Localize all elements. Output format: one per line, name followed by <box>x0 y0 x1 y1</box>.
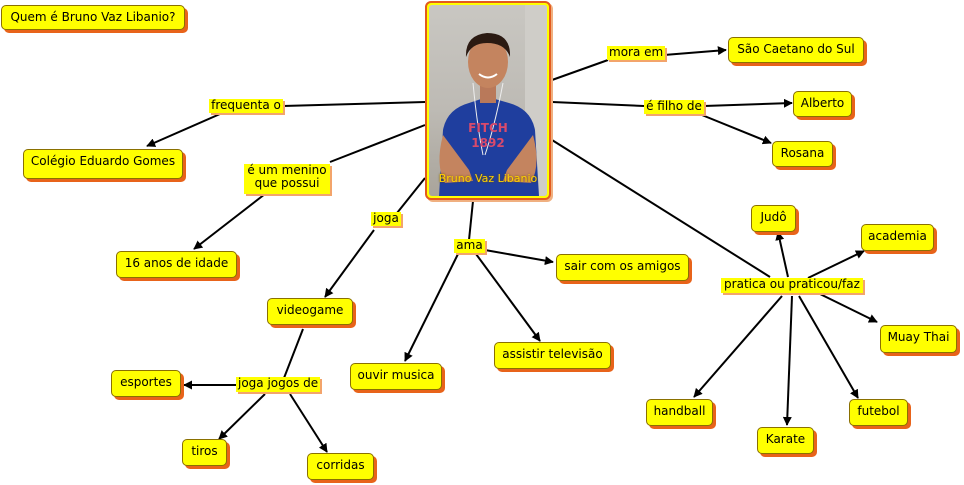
concept-corridas[interactable]: corridas <box>307 453 374 480</box>
concept-colegio[interactable]: Colégio Eduardo Gomes <box>23 149 183 179</box>
shirt-text-line1: FITCH <box>468 121 508 135</box>
link-mora-em: mora em <box>607 45 665 60</box>
portrait-photo: FITCH 1892 Bruno Vaz Libanio <box>429 5 547 196</box>
link-menino-line2: que possui <box>254 176 320 190</box>
edge-videogame-to-joga-jogos <box>283 328 304 379</box>
edge-ama-to-televisao <box>475 253 541 342</box>
person-illustration: FITCH 1892 <box>439 5 547 196</box>
link-filho-de: é filho de <box>644 100 704 114</box>
edge-center-to-ama <box>468 200 474 241</box>
edge-center-to-joga <box>396 177 426 214</box>
edge-center-to-mora-em <box>551 59 609 81</box>
edge-pratica-to-muay-thai <box>819 293 878 323</box>
edge-ama-to-musica <box>404 253 459 362</box>
concept-esportes[interactable]: esportes <box>111 370 181 397</box>
concept-sair[interactable]: sair com os amigos <box>556 254 689 281</box>
edge-pratica-to-karate <box>782 295 793 426</box>
concept-televisao[interactable]: assistir televisão <box>494 342 611 369</box>
edge-joga-jogos-to-tiros <box>218 393 266 440</box>
concept-judo[interactable]: Judô <box>751 205 796 232</box>
link-menino-line1: é um menino <box>247 163 327 177</box>
shirt-text-line2: 1892 <box>471 136 504 150</box>
concept-tiros[interactable]: tiros <box>182 439 227 466</box>
edge-ama-to-sair <box>484 249 554 266</box>
link-ama: ama <box>454 239 485 253</box>
concept-muay-thai[interactable]: Muay Thai <box>880 325 957 353</box>
edge-joga-jogos-to-corridas <box>289 393 328 453</box>
edge-frequenta-to-colegio <box>146 113 221 147</box>
edge-menino-to-idade <box>193 193 266 250</box>
concept-musica[interactable]: ouvir musica <box>350 363 442 390</box>
link-frequenta: frequenta o <box>209 99 283 113</box>
link-pratica: pratica ou praticou/faz <box>721 278 863 293</box>
concept-alberto[interactable]: Alberto <box>793 91 852 117</box>
edge-pratica-to-handball <box>693 295 783 398</box>
concept-rosana[interactable]: Rosana <box>772 141 833 167</box>
link-joga: joga <box>371 212 401 226</box>
link-joga-jogos: joga jogos de <box>236 376 320 392</box>
concept-academia[interactable]: academia <box>861 224 934 251</box>
concept-sao-caetano[interactable]: São Caetano do Sul <box>728 37 864 63</box>
edge-filho-de-to-alberto <box>703 98 793 108</box>
center-photo-node[interactable]: FITCH 1892 Bruno Vaz Libanio <box>425 1 551 200</box>
link-menino: é um menino que possui <box>244 164 330 194</box>
concept-videogame[interactable]: videogame <box>267 298 353 325</box>
edge-center-to-frequenta <box>282 101 426 107</box>
edge-pratica-to-judo <box>775 231 789 278</box>
edge-center-to-menino <box>329 124 426 163</box>
center-label: Bruno Vaz Libanio <box>438 172 538 185</box>
edge-center-to-pratica <box>551 139 771 278</box>
focus-question: Quem é Bruno Vaz Libanio? <box>1 5 185 30</box>
concept-karate[interactable]: Karate <box>757 427 814 454</box>
concept-handball[interactable]: handball <box>646 399 713 426</box>
edge-mora-em-to-sao-caetano <box>663 46 727 56</box>
edge-pratica-to-futebol <box>798 295 859 399</box>
edge-pratica-to-academia <box>807 250 865 279</box>
concept-futebol[interactable]: futebol <box>849 399 908 426</box>
edge-joga-to-videogame <box>324 229 375 298</box>
edge-filho-de-to-rosana <box>696 112 772 145</box>
edge-center-to-filho-de <box>551 101 645 107</box>
concept-idade[interactable]: 16 anos de idade <box>116 251 237 278</box>
